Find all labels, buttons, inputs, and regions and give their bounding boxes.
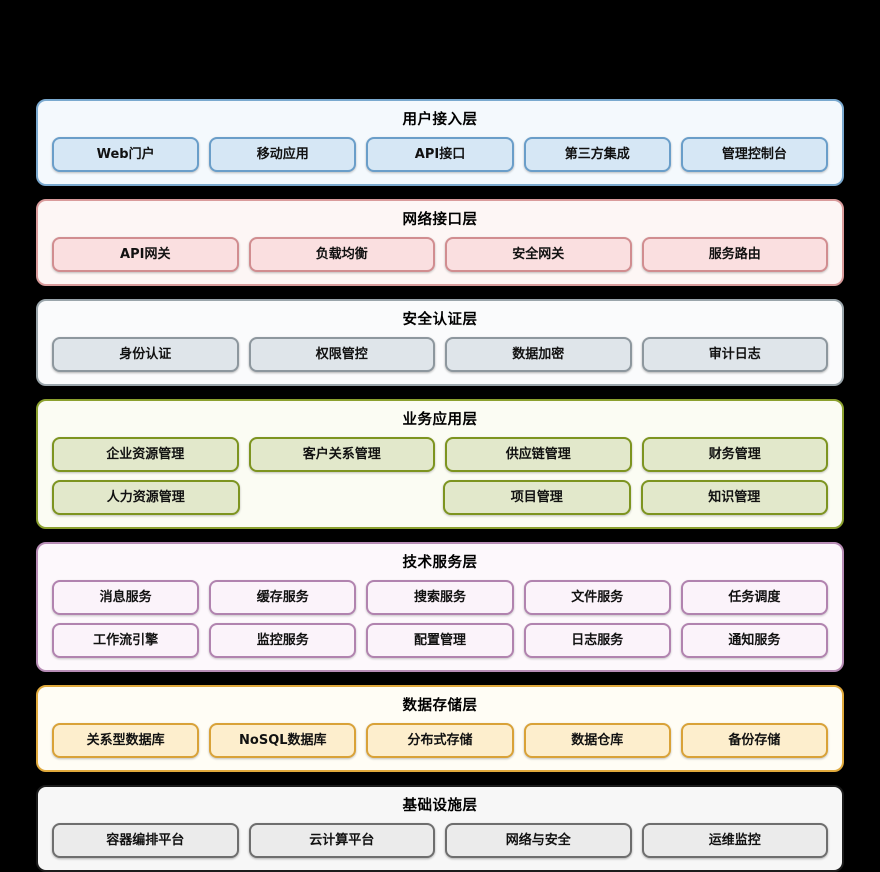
node-log-service[interactable]: 日志服务	[523, 623, 671, 658]
layer-title-infrastructure: 基础设施层	[402, 798, 478, 814]
node-identity-auth[interactable]: 身份认证	[52, 337, 239, 372]
node-search-service[interactable]: 搜索服务	[366, 580, 514, 615]
layer-network-interface: 网络接口层 API网关 负载均衡 安全网关 服务路由	[36, 199, 844, 286]
node-row: API网关 负载均衡 安全网关 服务路由	[52, 237, 828, 272]
layer-data-storage: 数据存储层 关系型数据库 NoSQL数据库 分布式存储 数据仓库 备份存储	[36, 685, 844, 772]
layer-user-access: 用户接入层 Web门户 移动应用 API接口 第三方集成 管理控制台	[36, 99, 844, 186]
layer-infrastructure: 基础设施层 容器编排平台 云计算平台 网络与安全 运维监控	[36, 785, 844, 872]
node-file-service[interactable]: 文件服务	[523, 580, 671, 615]
node-network-security[interactable]: 网络与安全	[445, 823, 632, 858]
node-row: 身份认证 权限管控 数据加密 审计日志	[52, 337, 828, 372]
node-mobile-app[interactable]: 移动应用	[209, 137, 357, 172]
layer-title-security-auth: 安全认证层	[402, 312, 478, 328]
node-web-portal[interactable]: Web门户	[52, 137, 200, 172]
node-ops-monitoring[interactable]: 运维监控	[641, 823, 828, 858]
layer-title-network-interface: 网络接口层	[402, 212, 478, 228]
layer-title-business-application: 业务应用层	[402, 412, 478, 428]
node-workflow-engine[interactable]: 工作流引擎	[52, 623, 200, 658]
node-finance-management[interactable]: 财务管理	[641, 437, 828, 472]
node-row: 关系型数据库 NoSQL数据库 分布式存储 数据仓库 备份存储	[52, 723, 829, 758]
node-row: 容器编排平台 云计算平台 网络与安全 运维监控	[52, 823, 828, 858]
layer-business-application: 业务应用层 企业资源管理 客户关系管理 供应链管理 财务管理 人力资源管理 项目…	[36, 399, 844, 529]
node-task-scheduling[interactable]: 任务调度	[680, 580, 829, 615]
node-row: 人力资源管理 项目管理 知识管理	[52, 480, 828, 515]
node-audit-log[interactable]: 审计日志	[641, 337, 828, 372]
node-hr-management[interactable]: 人力资源管理	[52, 480, 240, 515]
node-monitoring-service[interactable]: 监控服务	[209, 623, 357, 658]
node-distributed-storage[interactable]: 分布式存储	[366, 723, 514, 758]
layer-security-auth: 安全认证层 身份认证 权限管控 数据加密 审计日志	[36, 299, 844, 386]
node-crm[interactable]: 客户关系管理	[248, 437, 435, 472]
node-nosql-database[interactable]: NoSQL数据库	[209, 723, 357, 758]
node-row: 工作流引擎 监控服务 配置管理 日志服务 通知服务	[52, 623, 829, 658]
node-admin-console[interactable]: 管理控制台	[680, 137, 829, 172]
node-row: 企业资源管理 客户关系管理 供应链管理 财务管理	[52, 437, 828, 472]
node-service-routing[interactable]: 服务路由	[641, 237, 828, 272]
node-row: 消息服务 缓存服务 搜索服务 文件服务 任务调度	[52, 580, 829, 615]
node-api-gateway[interactable]: API网关	[52, 237, 239, 272]
node-api-interface[interactable]: API接口	[366, 137, 514, 172]
layer-title-user-access: 用户接入层	[402, 112, 478, 128]
node-project-management[interactable]: 项目管理	[443, 480, 631, 515]
node-cloud-platform[interactable]: 云计算平台	[248, 823, 435, 858]
node-security-gateway[interactable]: 安全网关	[445, 237, 632, 272]
node-load-balancer[interactable]: 负载均衡	[248, 237, 435, 272]
layer-title-technical-service: 技术服务层	[402, 555, 478, 571]
node-container-orchestration[interactable]: 容器编排平台	[52, 823, 239, 858]
architecture-diagram-canvas: 用户接入层 Web门户 移动应用 API接口 第三方集成 管理控制台 网络接口层…	[36, 99, 844, 872]
node-third-party-integration[interactable]: 第三方集成	[523, 137, 671, 172]
node-cache-service[interactable]: 缓存服务	[209, 580, 357, 615]
node-relational-database[interactable]: 关系型数据库	[52, 723, 200, 758]
node-message-service[interactable]: 消息服务	[52, 580, 200, 615]
node-permission-control[interactable]: 权限管控	[248, 337, 435, 372]
node-data-warehouse[interactable]: 数据仓库	[523, 723, 671, 758]
layer-technical-service: 技术服务层 消息服务 缓存服务 搜索服务 文件服务 任务调度 工作流引擎 监控服…	[36, 542, 844, 672]
layer-title-data-storage: 数据存储层	[402, 698, 478, 714]
node-erp[interactable]: 企业资源管理	[52, 437, 239, 472]
node-backup-storage[interactable]: 备份存储	[680, 723, 829, 758]
node-row: Web门户 移动应用 API接口 第三方集成 管理控制台	[52, 137, 829, 172]
node-config-management[interactable]: 配置管理	[366, 623, 514, 658]
node-knowledge-management[interactable]: 知识管理	[640, 480, 828, 515]
node-notification-service[interactable]: 通知服务	[680, 623, 829, 658]
node-supply-chain[interactable]: 供应链管理	[445, 437, 632, 472]
node-data-encryption[interactable]: 数据加密	[445, 337, 632, 372]
